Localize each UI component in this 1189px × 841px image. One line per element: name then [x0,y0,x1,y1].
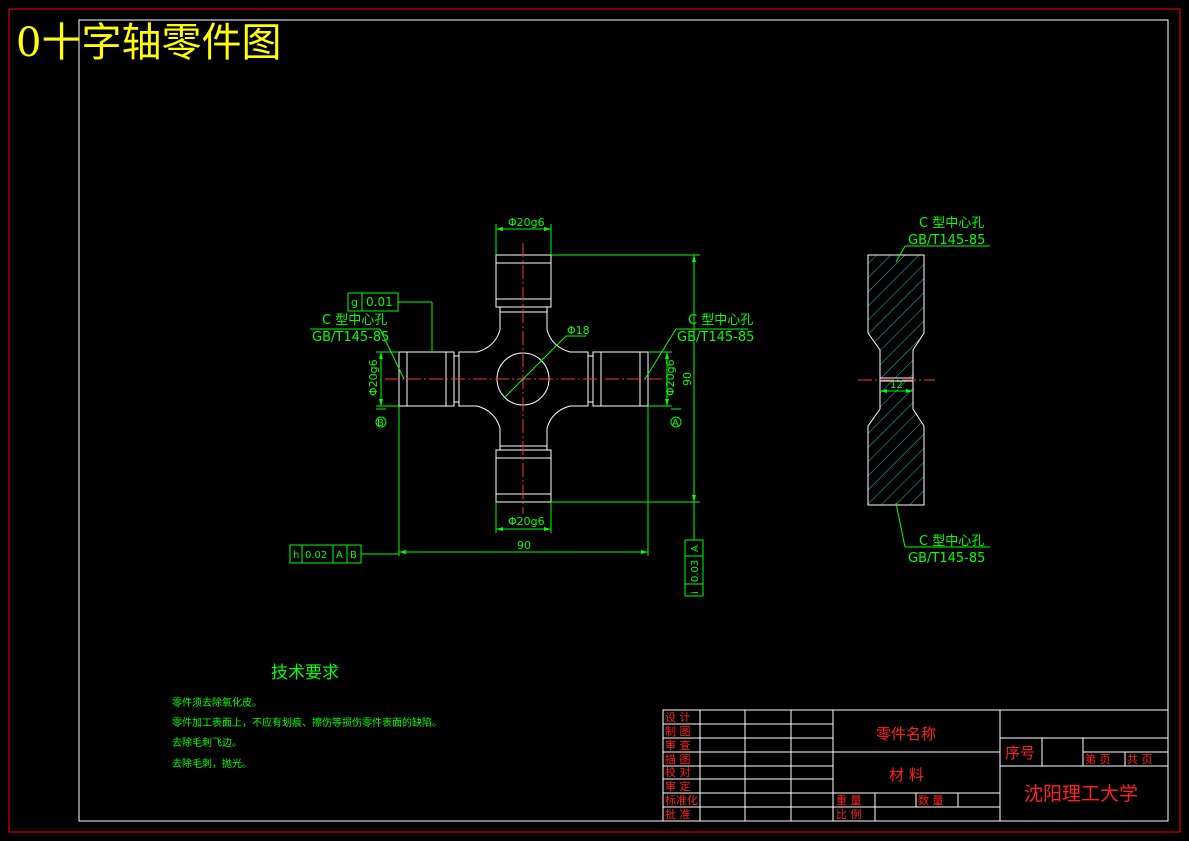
tech-requirement-item: 零件须去除氧化皮。 [172,696,262,709]
tol-runout-datum-b: B [350,550,357,561]
side-bottom-note: C 型中心孔 [919,534,984,549]
tol-flatness-symbol: g [351,296,358,309]
tol-vertical-datum: A [690,545,701,552]
tech-requirement-item: 去除毛刺，抛光。 [172,757,252,770]
title-block-material: 材 料 [889,766,924,784]
dimension-arrows [379,227,696,554]
dim-top-diameter: Φ20g6 [508,216,545,229]
front-dimensions [310,224,748,556]
dim-left-diameter: Φ20g6 [367,359,380,396]
title-block [662,709,1169,822]
title-row-label: 批 准 [665,807,691,821]
dim-bottom-diameter: Φ20g6 [508,515,545,528]
right-center-hole-note: C 型中心孔 [688,313,753,328]
title-block-weight: 重 量 [836,793,862,807]
title-block-school: 沈阳理工大学 [1024,783,1138,805]
dim-center-hole: Φ18 [567,324,590,337]
title-row-label: 描 图 [665,752,691,766]
title-block-page: 第 页 [1085,752,1111,766]
side-bottom-standard: GB/T145-85 [908,551,985,566]
title-block-total: 共 页 [1127,753,1153,766]
tech-requirements-heading: 技术要求 [271,663,339,683]
tol-vertical-symbol: i [690,591,701,594]
tolerance-frame-runout: h 0.02 A B [289,544,362,564]
side-top-standard: GB/T145-85 [908,233,985,248]
title-row-label: 设 计 [665,711,691,724]
side-dim-neck: 12 [890,380,903,391]
side-top-note: C 型中心孔 [919,216,984,231]
title-block-serial: 序号 [1005,744,1035,762]
tol-runout-symbol: h [293,550,299,561]
tol-runout-datum-a: A [336,550,343,561]
tolerance-frame-flatness: g 0.01 [347,292,399,312]
datum-label-left: B [377,418,384,429]
right-center-hole-standard: GB/T145-85 [677,330,754,345]
tech-requirements: 技术要求 零件须去除氧化皮。 零件加工表面上，不应有划痕、擦伤等损伤零件表面的缺… [172,663,442,770]
page-title: 0十字轴零件图 [16,20,281,66]
drawing-border [78,19,1169,822]
tol-vertical-value: 0.03 [690,560,701,582]
dim-right-diameter: Φ20g6 [664,359,677,396]
left-center-hole-standard: GB/T145-85 [312,330,389,345]
title-block-quantity: 数 量 [918,794,944,807]
tech-requirement-item: 零件加工表面上，不应有划痕、擦伤等损伤零件表面的缺陷。 [172,716,442,729]
tol-flatness-value: 0.01 [366,295,393,309]
tolerance-frame-vertical: A 0.03 i [684,539,704,597]
side-view [867,254,925,506]
datum-label-right: A [672,418,679,429]
title-row-label: 制 图 [665,725,691,738]
title-block-part-name: 零件名称 [876,725,936,743]
trim-frame [8,8,1181,833]
tech-requirement-item: 去除毛刺飞边。 [172,736,242,749]
title-row-label: 标准化 [665,793,698,807]
dim-height: 90 [681,372,694,386]
title-block-scale: 比 例 [836,807,862,821]
title-row-label: 校 对 [665,765,691,779]
dim-width: 90 [517,539,531,552]
title-row-label: 审 定 [665,779,691,793]
left-center-hole-note: C 型中心孔 [322,313,387,328]
title-row-label: 审 查 [665,738,691,752]
tol-runout-value: 0.02 [305,550,327,561]
